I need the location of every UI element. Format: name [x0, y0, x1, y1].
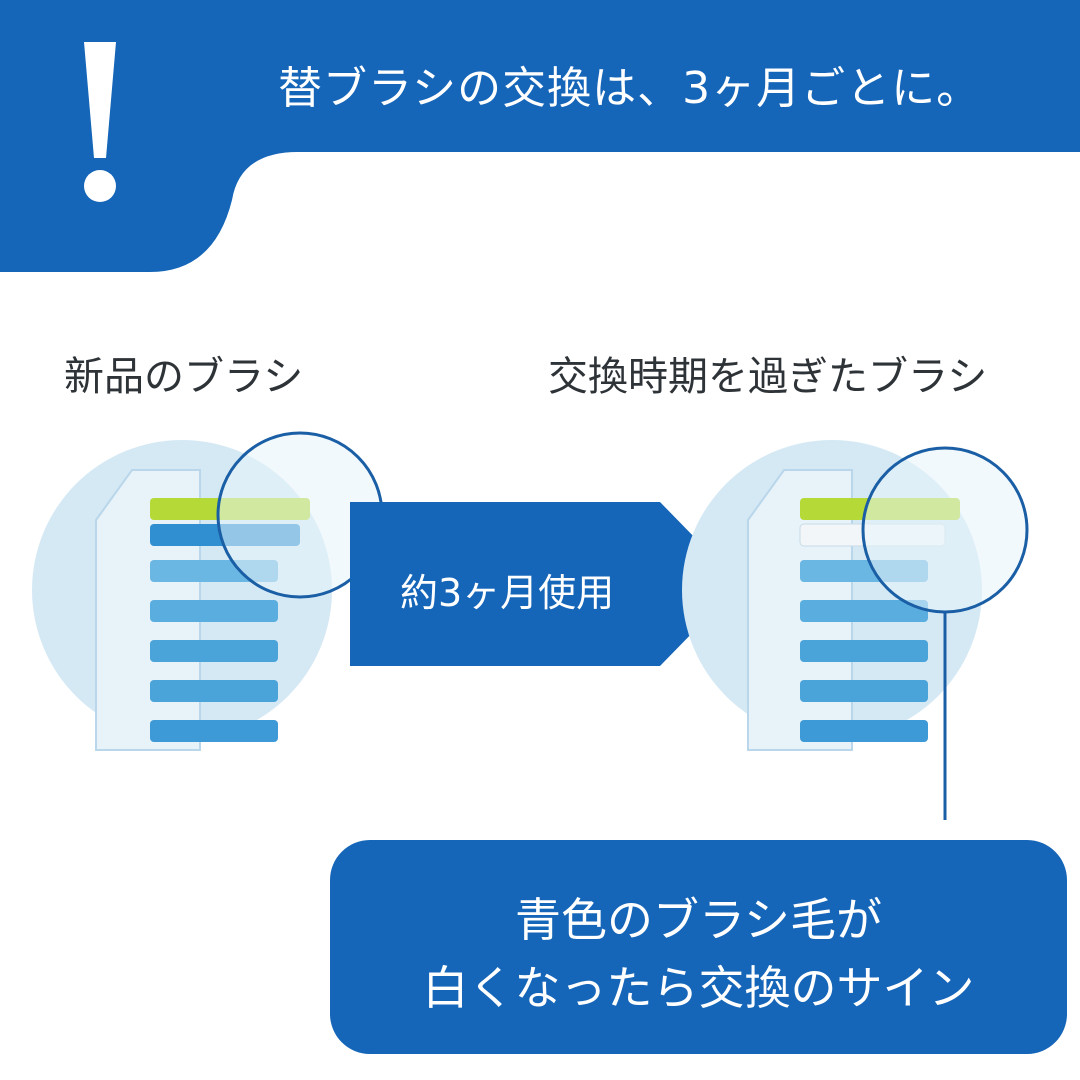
replacement-sign-callout: 青色のブラシ毛が 白くなったら交換のサイン	[330, 840, 1067, 1054]
old-brush-circle	[682, 440, 1029, 820]
banner-shape	[0, 0, 1080, 272]
old-brush-label: 交換時期を過ぎたブラシ	[548, 354, 988, 400]
callout-line-1: 青色のブラシ毛が	[514, 893, 883, 947]
brush-comparison-illustration	[32, 431, 1029, 820]
banner-title: 替ブラシの交換は、3ヶ月ごとに。	[278, 63, 982, 114]
new-brush-label: 新品のブラシ	[64, 354, 304, 400]
usage-period-label: 約3ヶ月使用	[400, 571, 615, 615]
callout-line-2: 白くなったら交換のサイン	[422, 961, 975, 1015]
exclamation-icon	[84, 42, 116, 202]
usage-arrow	[350, 502, 740, 666]
header-banner: 替ブラシの交換は、3ヶ月ごとに。	[0, 0, 1080, 272]
new-brush-circle	[32, 431, 384, 751]
